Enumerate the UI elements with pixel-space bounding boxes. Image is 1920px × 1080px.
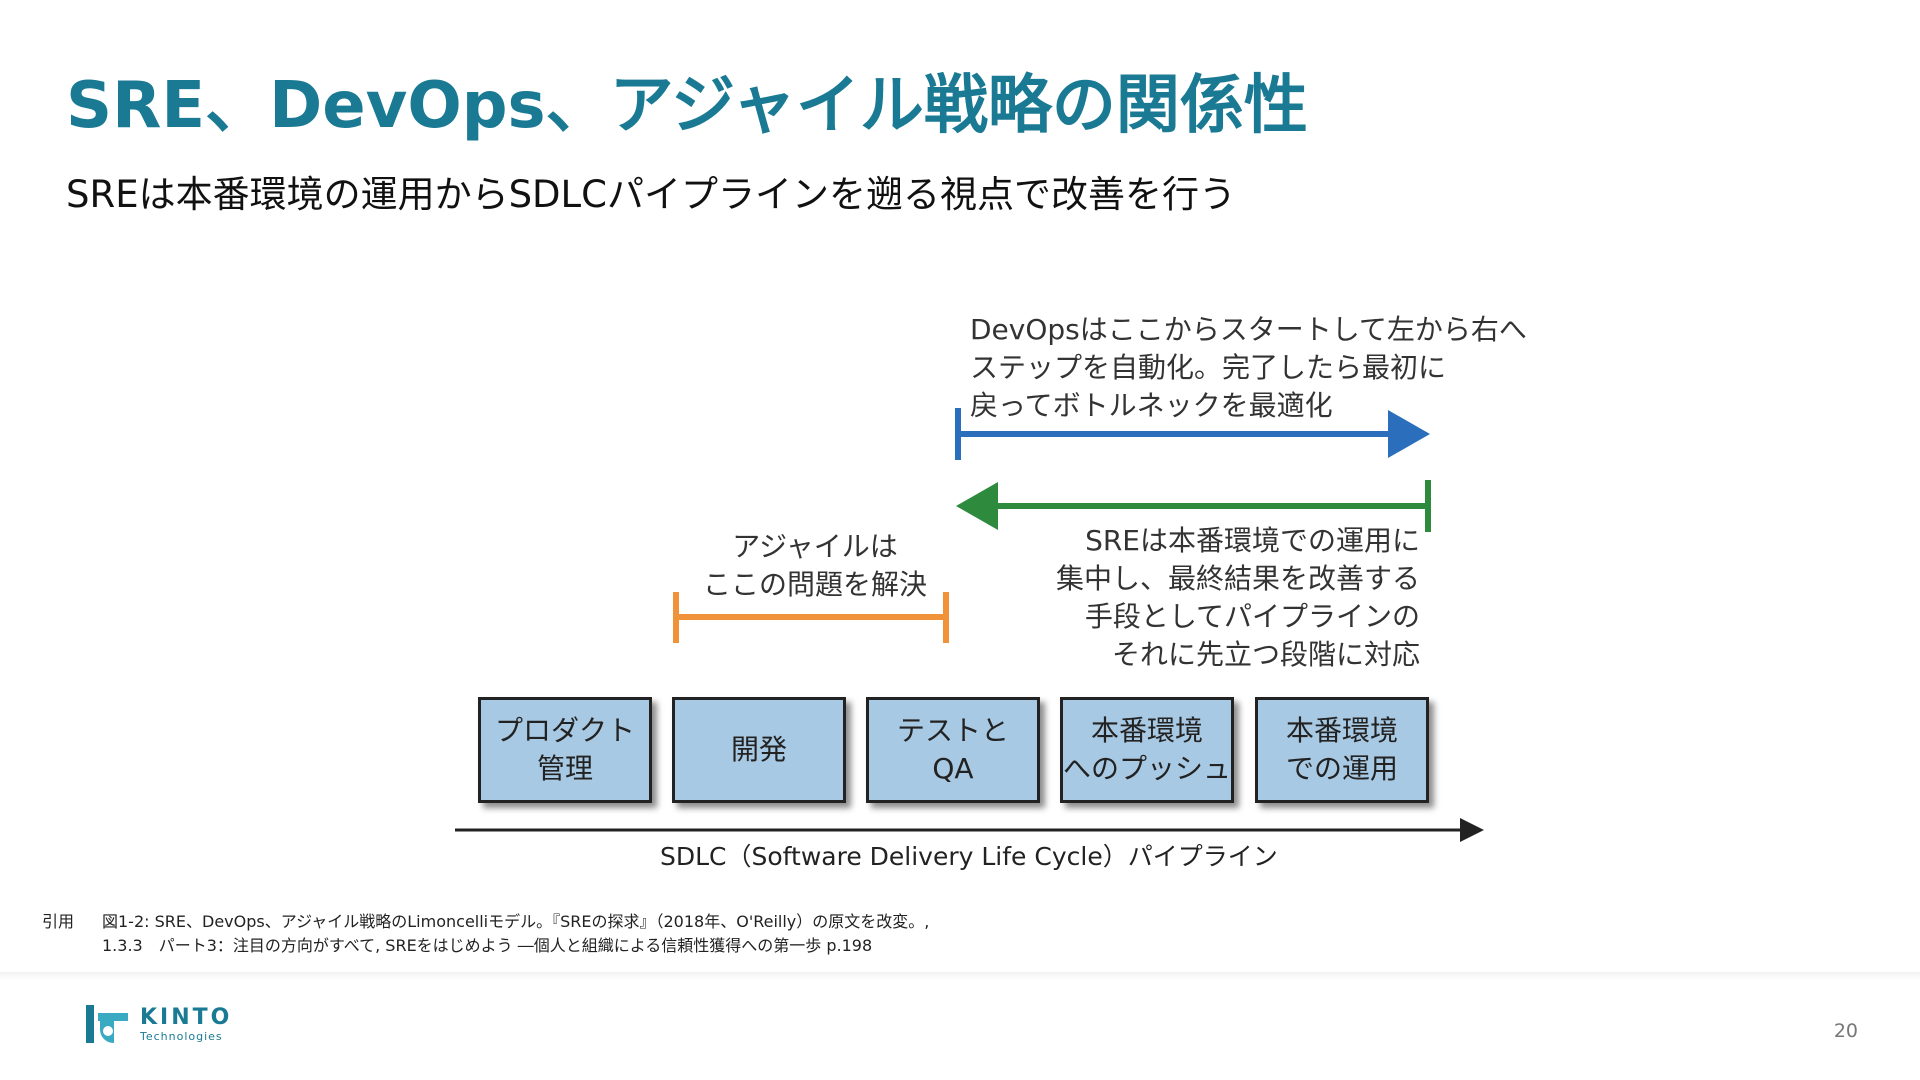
stage-label: 管理 [536,752,593,785]
stage-development: 開発 [672,697,846,803]
kinto-logo: KINTO Technologies [84,1003,232,1047]
stage-test-qa: テストと QA [866,697,1040,803]
sre-text-line: SREは本番環境での運用に [1085,524,1420,557]
sdlc-pipeline-label: SDLC（Software Delivery Life Cycle）パイプライン [660,842,1278,871]
sre-text-line: 手段としてパイプラインの [1084,600,1420,633]
devops-text-line: DevOpsはここからスタートして左から右へ [970,313,1527,346]
page-number: 20 [1833,1020,1858,1042]
agile-text-line: ここの問題を解決 [702,568,927,601]
slide-title: SRE、DevOps、アジャイル戦略の関係性 [66,69,1308,143]
stage-label: 本番環境 [1285,714,1398,747]
devops-arrow [955,408,1430,460]
citation-line: 1.3.3 パート3：注目の方向がすべて, SREをはじめよう ―個人と組織によ… [102,936,873,955]
logo-name: KINTO [140,1005,233,1030]
stage-push-to-production: 本番環境 へのプッシュ [1060,697,1234,803]
stage-label: QA [932,752,974,785]
stage-label: 開発 [730,733,787,766]
stage-label: プロダクト [494,714,635,747]
stage-label: へのプッシュ [1063,752,1232,785]
sdlc-axis-arrow [455,818,1484,842]
kinto-logo-icon [86,1005,128,1043]
stage-label: 本番環境 [1090,714,1203,747]
citation: 引用 図1-2: SRE、DevOps、アジャイル戦略のLimoncelliモデ… [42,910,929,958]
footer-divider [0,972,1920,980]
logo-subtitle: Technologies [140,1030,223,1043]
agile-bracket [673,592,949,643]
sre-annotation: SREは本番環境での運用に 集中し、最終結果を改善する 手段としてパイプラインの… [1020,522,1420,674]
stage-production-operations: 本番環境 での運用 [1255,697,1429,803]
stage-product-management: プロダクト 管理 [478,697,652,803]
stage-label: での運用 [1285,752,1398,785]
sre-text-line: 集中し、最終結果を改善する [1055,562,1420,595]
citation-line: 図1-2: SRE、DevOps、アジャイル戦略のLimoncelliモデル。『… [102,912,930,931]
slide-subtitle: SREは本番環境の運用からSDLCパイプラインを遡る視点で改善を行う [66,173,1236,216]
agile-annotation: アジャイルは ここの問題を解決 [690,528,940,604]
citation-label: 引用 [42,912,75,931]
stage-label: テストと [896,714,1009,747]
devops-text-line: ステップを自動化。完了したら最初に [970,351,1447,384]
sre-arrow [956,480,1431,532]
devops-text-line: 戻ってボトルネックを最適化 [970,389,1333,422]
agile-text-line: アジャイルは [732,530,898,563]
sre-text-line: それに先立つ段階に対応 [1111,638,1420,671]
devops-annotation: DevOpsはここからスタートして左から右へ ステップを自動化。完了したら最初に… [970,311,1527,425]
